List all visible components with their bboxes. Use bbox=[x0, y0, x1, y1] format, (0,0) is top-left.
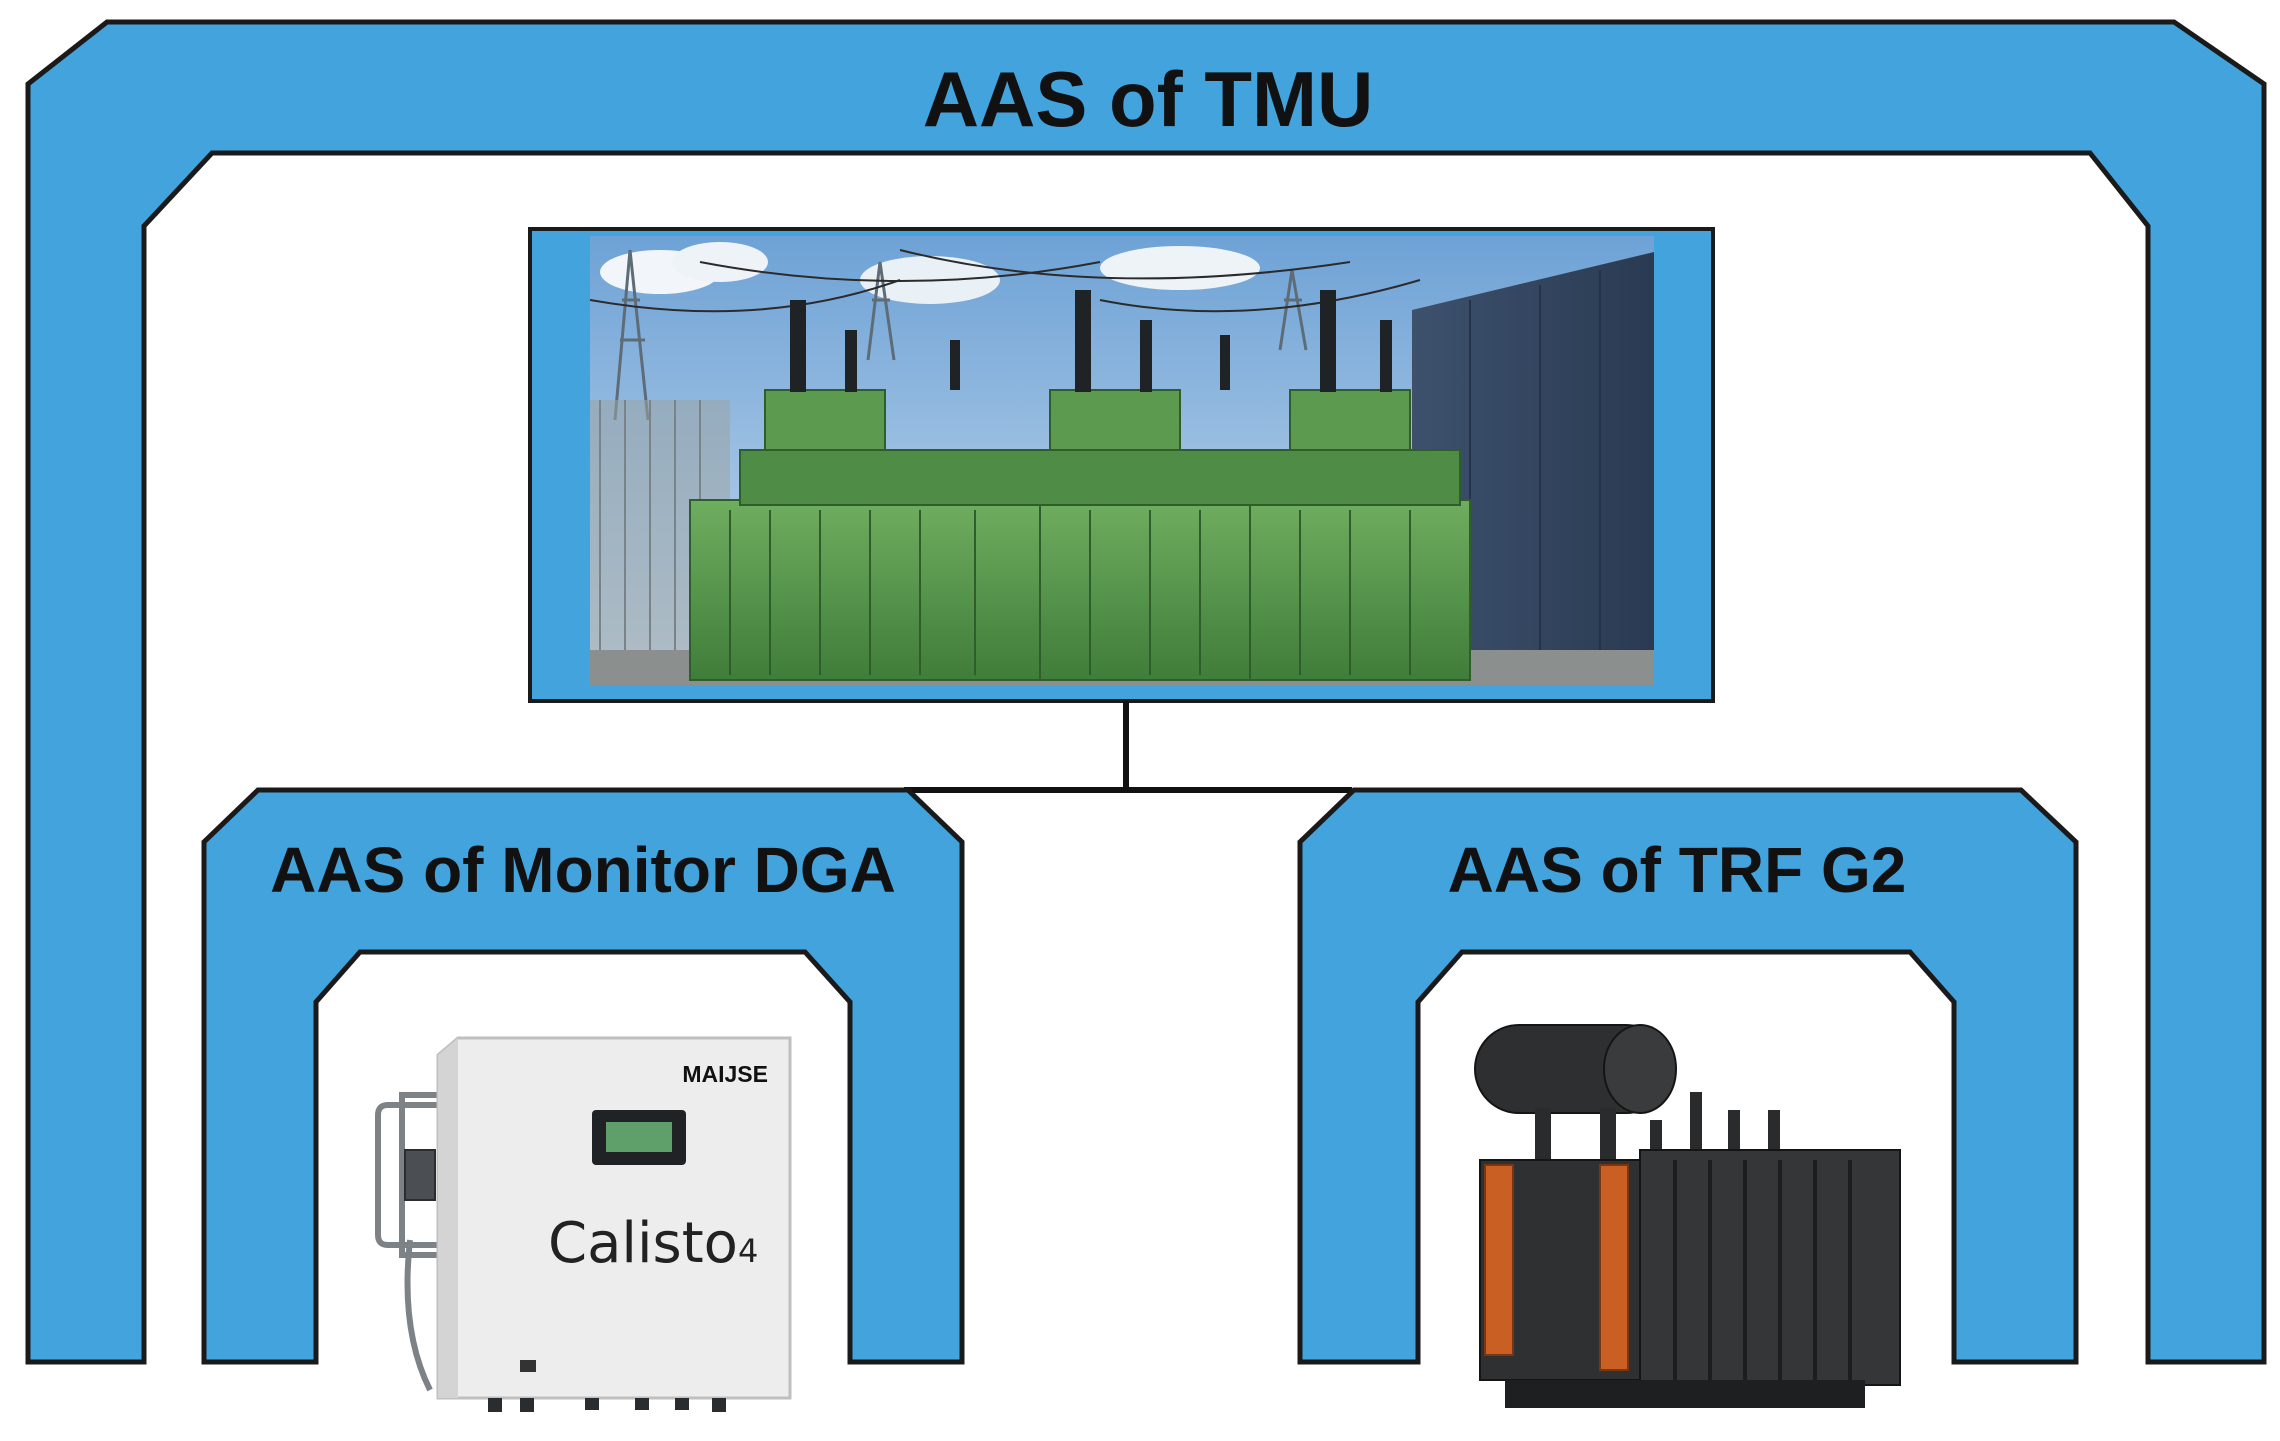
power-transformer-icon bbox=[1474, 1024, 1901, 1408]
monitor-dga-title: AAS of Monitor DGA bbox=[270, 834, 896, 906]
trf-g2-aas-frame: AAS of TRF G2 bbox=[1297, 787, 2079, 1365]
tmu-title: AAS of TMU bbox=[923, 55, 1374, 143]
trf-g2-title: AAS of TRF G2 bbox=[1448, 834, 1907, 906]
substation-photo-panel bbox=[528, 227, 1715, 703]
monitor-dga-aas-frame: AAS of Monitor DGA bbox=[201, 787, 965, 1365]
hierarchy-connector bbox=[904, 701, 1352, 793]
trf-g2-frame-shape bbox=[1297, 787, 2079, 1365]
device-brand-label: MAIJSE bbox=[682, 1061, 768, 1087]
tmu-frame-shape bbox=[25, 19, 2267, 1365]
device-model-label: Calisto4 bbox=[548, 1211, 758, 1276]
monitor-dga-frame-shape bbox=[201, 787, 965, 1365]
substation-transformers-photo-icon bbox=[590, 236, 1654, 685]
dga-monitor-device-icon: MAIJSE Calisto4 bbox=[375, 1036, 792, 1412]
tmu-aas-frame: AAS of TMU bbox=[25, 19, 2267, 1365]
